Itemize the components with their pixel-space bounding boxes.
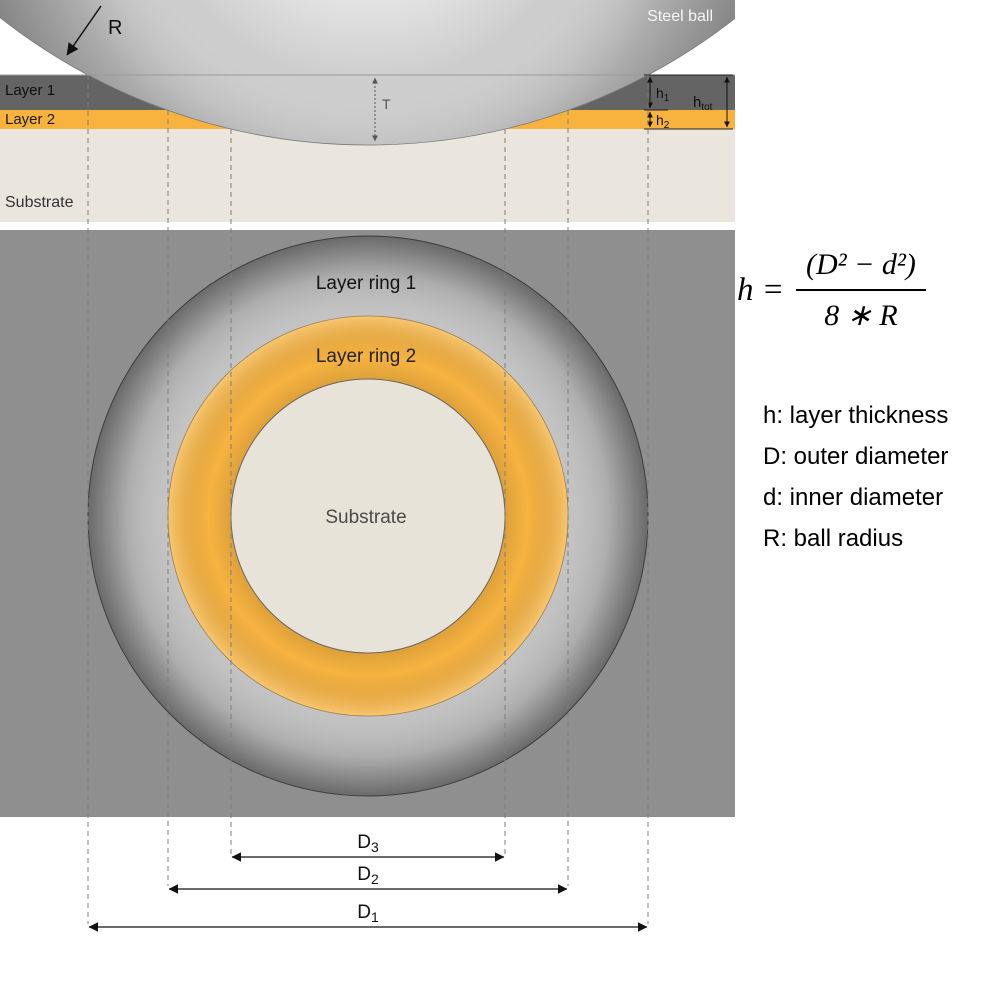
formula-numerator: (D² − d²): [796, 248, 926, 291]
dim-label-d2: D2: [357, 864, 379, 887]
steel-ball-label: Steel ball: [647, 8, 713, 25]
substrate-circle-label: Substrate: [325, 507, 406, 528]
layer-ring2-label: Layer ring 2: [316, 346, 416, 367]
h2-label: h2: [656, 112, 670, 131]
ball-radius-arrow: [66, 5, 102, 56]
legend-item-R: R: ball radius: [763, 525, 904, 552]
diagram-canvas: R Layer 1 Layer 2 Substrate Steel ball T…: [0, 0, 735, 932]
thickness-formula: h = (D² − d²) 8 ∗ R: [737, 248, 926, 333]
ball-radius-label: R: [108, 17, 122, 39]
dim-label-d3: D3: [357, 832, 379, 855]
legend-item-D: D: outer diameter: [763, 443, 949, 470]
legend-item-h: h: layer thickness: [763, 402, 949, 429]
steel-ball-shading: [0, 0, 735, 146]
formula-denominator: 8 ∗ R: [824, 299, 898, 332]
formula-fraction: (D² − d²) 8 ∗ R: [796, 248, 926, 333]
legend-item-d: d: inner diameter: [763, 484, 944, 511]
symbol-legend: h: layer thickness D: outer diameter d: …: [763, 402, 948, 566]
layer-ring1-label: Layer ring 1: [316, 273, 416, 294]
h1-label: h1: [656, 85, 670, 104]
layer1-label: Layer 1: [5, 82, 55, 99]
formula-lhs: h =: [737, 272, 785, 308]
htot-label: htot: [693, 94, 713, 113]
depth-label: T: [382, 96, 391, 112]
dim-label-d1: D1: [357, 902, 379, 925]
layer2-label: Layer 2: [5, 111, 55, 128]
substrate-band-label: Substrate: [5, 194, 74, 211]
